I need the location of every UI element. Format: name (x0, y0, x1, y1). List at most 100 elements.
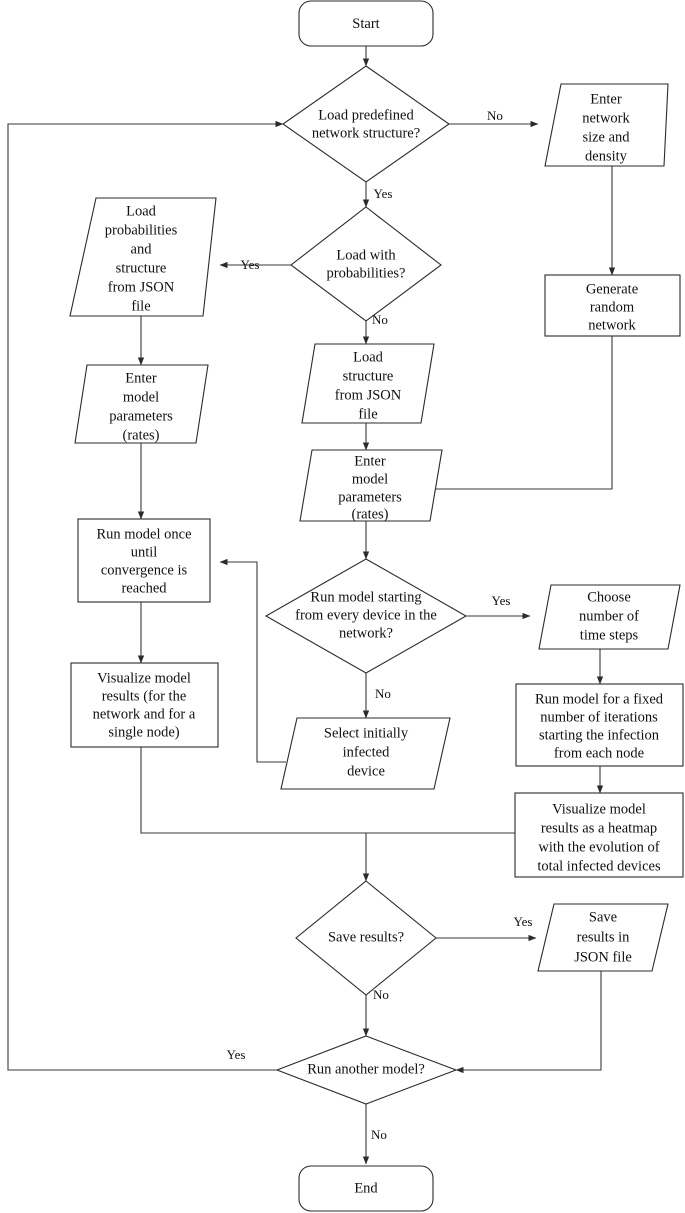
enter-params-center-line1: Enter (354, 453, 386, 469)
load-with-probabilities-line2: probabilities? (327, 265, 406, 281)
edge-label-save-no: No (373, 987, 389, 1002)
node-enter-params-center[interactable]: Enter model parameters (rates) (299, 449, 443, 522)
choose-steps-io-shape (538, 584, 681, 650)
generate-random-line3: network (588, 317, 636, 333)
visualize-heatmap-line1: Visualize model (552, 801, 646, 817)
edge-label-another-yes: Yes (227, 1047, 246, 1062)
end-label: End (354, 1180, 378, 1196)
edge-generate-to-params-center (430, 336, 613, 490)
run-every-decision-shape (264, 558, 468, 674)
node-choose-time-steps[interactable]: Choose number of time steps (538, 584, 681, 650)
load-probs-line1: Load (126, 203, 157, 219)
node-enter-network-size[interactable]: Enter network size and density (544, 83, 669, 167)
load-probs-line5: from JSON (108, 279, 175, 295)
run-every-line3: network? (339, 625, 393, 641)
start-label: Start (352, 16, 379, 32)
load-probs-line2: probabilities (105, 222, 178, 238)
node-enter-params-left[interactable]: Enter model parameters (rates) (74, 364, 209, 444)
load-predefined-decision-shape (282, 65, 450, 183)
enter-network-line2: network (582, 110, 630, 126)
load-with-probabilities-decision-shape (290, 206, 442, 322)
node-load-structure[interactable]: Load structure from JSON file (301, 343, 435, 424)
node-load-with-probabilities[interactable]: Load with probabilities? (290, 206, 442, 322)
load-predefined-line2: network structure? (312, 125, 420, 141)
run-fixed-line4: from each node (554, 745, 644, 761)
load-probs-io-shape (69, 197, 217, 317)
node-run-another-model[interactable]: Run another model? (275, 1035, 458, 1105)
run-fixed-line2: number of iterations (540, 709, 658, 725)
load-probs-line6: file (131, 298, 150, 314)
edge-label-probabilities-yes: Yes (241, 257, 260, 272)
load-structure-line4: file (358, 406, 377, 422)
load-structure-line2: structure (343, 368, 394, 384)
edge-labels: No Yes Yes No Yes No Yes No Yes No (227, 108, 533, 1142)
visualize-left-line2: results (for the (102, 688, 187, 704)
enter-network-line1: Enter (590, 91, 622, 107)
node-save-json[interactable]: Save results in JSON file (537, 903, 669, 972)
load-probs-line4: structure (116, 260, 167, 276)
edge-label-predefined-no: No (487, 108, 503, 123)
choose-steps-line3: time steps (580, 627, 639, 643)
enter-network-line3: size and (582, 129, 630, 145)
node-end[interactable]: End (298, 1165, 434, 1212)
save-json-line3: JSON file (574, 949, 632, 965)
node-visualize-model-results[interactable]: Visualize model results (for the network… (70, 662, 219, 748)
edge-select-infected-to-run-once (219, 558, 286, 763)
run-another-decision-shape (275, 1035, 458, 1105)
edge-label-another-no: No (371, 1127, 387, 1142)
save-results-decision-shape (295, 880, 437, 996)
generate-random-line1: Generate (586, 281, 638, 297)
select-infected-io-shape (280, 717, 451, 790)
node-load-probabilities-structure[interactable]: Load probabilities and structure from JS… (69, 197, 217, 317)
enter-network-line4: density (585, 148, 628, 164)
visualize-heatmap-process-shape (514, 792, 684, 878)
save-json-line1: Save (589, 909, 617, 925)
edge-save-json-to-run-another (455, 971, 602, 1074)
enter-params-center-line3: parameters (338, 489, 402, 505)
select-infected-line1: Select initially (324, 725, 409, 741)
save-json-line2: results in (577, 929, 631, 945)
connectors (7, 46, 616, 1165)
choose-steps-line1: Choose (587, 589, 631, 605)
enter-params-left-line2: model (123, 389, 159, 405)
node-select-infected-device[interactable]: Select initially infected device (280, 717, 451, 790)
node-run-fixed-iterations[interactable]: Run model for a fixed number of iteratio… (515, 683, 684, 767)
select-infected-line3: device (347, 763, 385, 779)
enter-params-left-line1: Enter (125, 370, 157, 386)
visualize-heatmap-line3: with the evolution of (538, 839, 659, 855)
run-fixed-line3: starting the infection (539, 727, 660, 743)
visualize-left-line4: single node) (108, 724, 179, 740)
edge-visualize-left-to-bus (140, 747, 515, 834)
start-terminator-shape (298, 0, 434, 47)
node-run-model-once[interactable]: Run model once until convergence is reac… (77, 518, 211, 603)
edge-label-save-yes: Yes (514, 914, 533, 929)
load-structure-line3: from JSON (335, 387, 402, 403)
load-probs-line3: and (131, 241, 153, 257)
edge-label-every-device-no: No (375, 686, 391, 701)
run-once-line3: convergence is (101, 562, 188, 578)
save-results-label: Save results? (328, 929, 404, 945)
edge-label-every-device-yes: Yes (492, 593, 511, 608)
node-generate-random-network[interactable]: Generate random network (544, 274, 681, 337)
load-with-probabilities-line1: Load with (336, 247, 396, 263)
visualize-left-line1: Visualize model (97, 670, 191, 686)
node-load-predefined[interactable]: Load predefined network structure? (282, 65, 450, 183)
node-start[interactable]: Start (298, 0, 434, 47)
enter-params-left-line4: (rates) (122, 427, 159, 443)
load-predefined-line1: Load predefined (318, 107, 414, 123)
node-save-results[interactable]: Save results? (295, 880, 437, 996)
select-infected-line2: infected (343, 744, 390, 760)
node-run-from-every-device[interactable]: Run model starting from every device in … (264, 558, 468, 674)
run-fixed-process-shape (515, 683, 684, 767)
load-structure-line1: Load (353, 349, 384, 365)
edge-label-predefined-yes: Yes (374, 186, 393, 201)
end-terminator-shape (298, 1165, 434, 1212)
run-another-label: Run another model? (307, 1061, 425, 1077)
run-once-line4: reached (121, 580, 167, 596)
visualize-heatmap-line4: total infected devices (537, 858, 661, 874)
choose-steps-line2: number of (579, 608, 639, 624)
run-once-line1: Run model once (96, 526, 191, 542)
node-visualize-heatmap[interactable]: Visualize model results as a heatmap wit… (514, 792, 684, 878)
